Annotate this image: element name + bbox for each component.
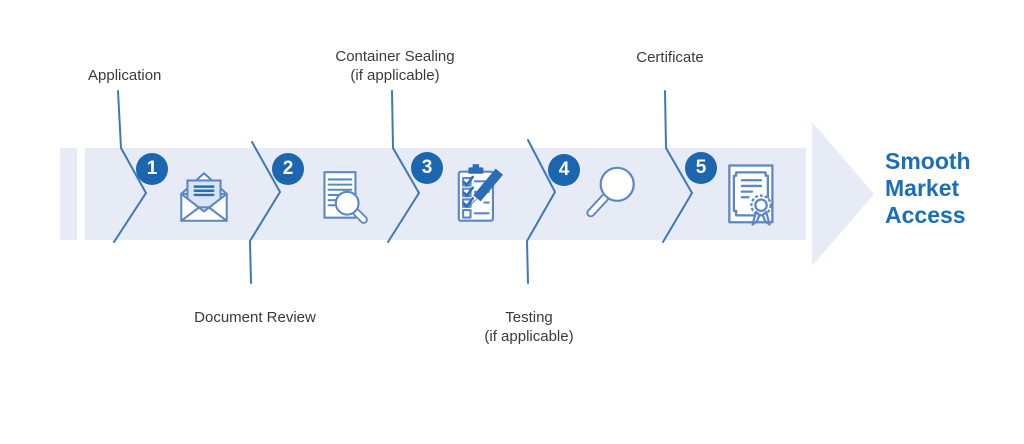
outcome-title-line-2: Market [885,175,960,201]
arrow-right-icon [812,122,874,266]
chevron-connector-step-3 [387,90,420,243]
chevron-connector-step-2 [249,141,281,284]
step-number-badge-3: 3 [411,152,443,184]
magnifier-icon [586,166,635,218]
step-number-badge-4: 4 [548,154,580,186]
outcome-title-line-1: Smooth [885,148,971,174]
envelope-icon [180,172,228,222]
chevron-connector-step-4 [526,139,556,284]
step-label-text: Testing [505,309,553,326]
step-label-text: Application [88,67,162,84]
step-label-document-review: Document Review [194,308,316,327]
chevron-connector-step-1 [113,90,147,243]
outcome-title: Smooth Market Access [885,148,971,229]
step-label-note: (if applicable) [484,328,574,345]
document-magnifier-icon [323,171,368,224]
chevron-connector-step-5 [662,90,693,243]
outcome-title-line-3: Access [885,202,966,228]
certificate-icon [728,164,774,226]
checklist-pencil-icon [457,164,504,222]
step-label-text: Document Review [194,309,316,326]
step-label-testing: Testing (if applicable) [484,308,573,346]
step-label-certificate: Certificate [636,48,704,67]
step-label-application: Application [88,66,161,85]
step-number-badge-5: 5 [685,152,717,184]
step-label-text: Certificate [636,49,704,66]
step-label-note: (if applicable) [350,67,440,84]
step-number-badge-1: 1 [136,153,168,185]
step-label-container-sealing: Container Sealing (if applicable) [335,47,454,85]
step-label-text: Container Sealing [335,48,455,65]
band-lead-strip [60,148,77,240]
step-number-badge-2: 2 [272,153,304,185]
